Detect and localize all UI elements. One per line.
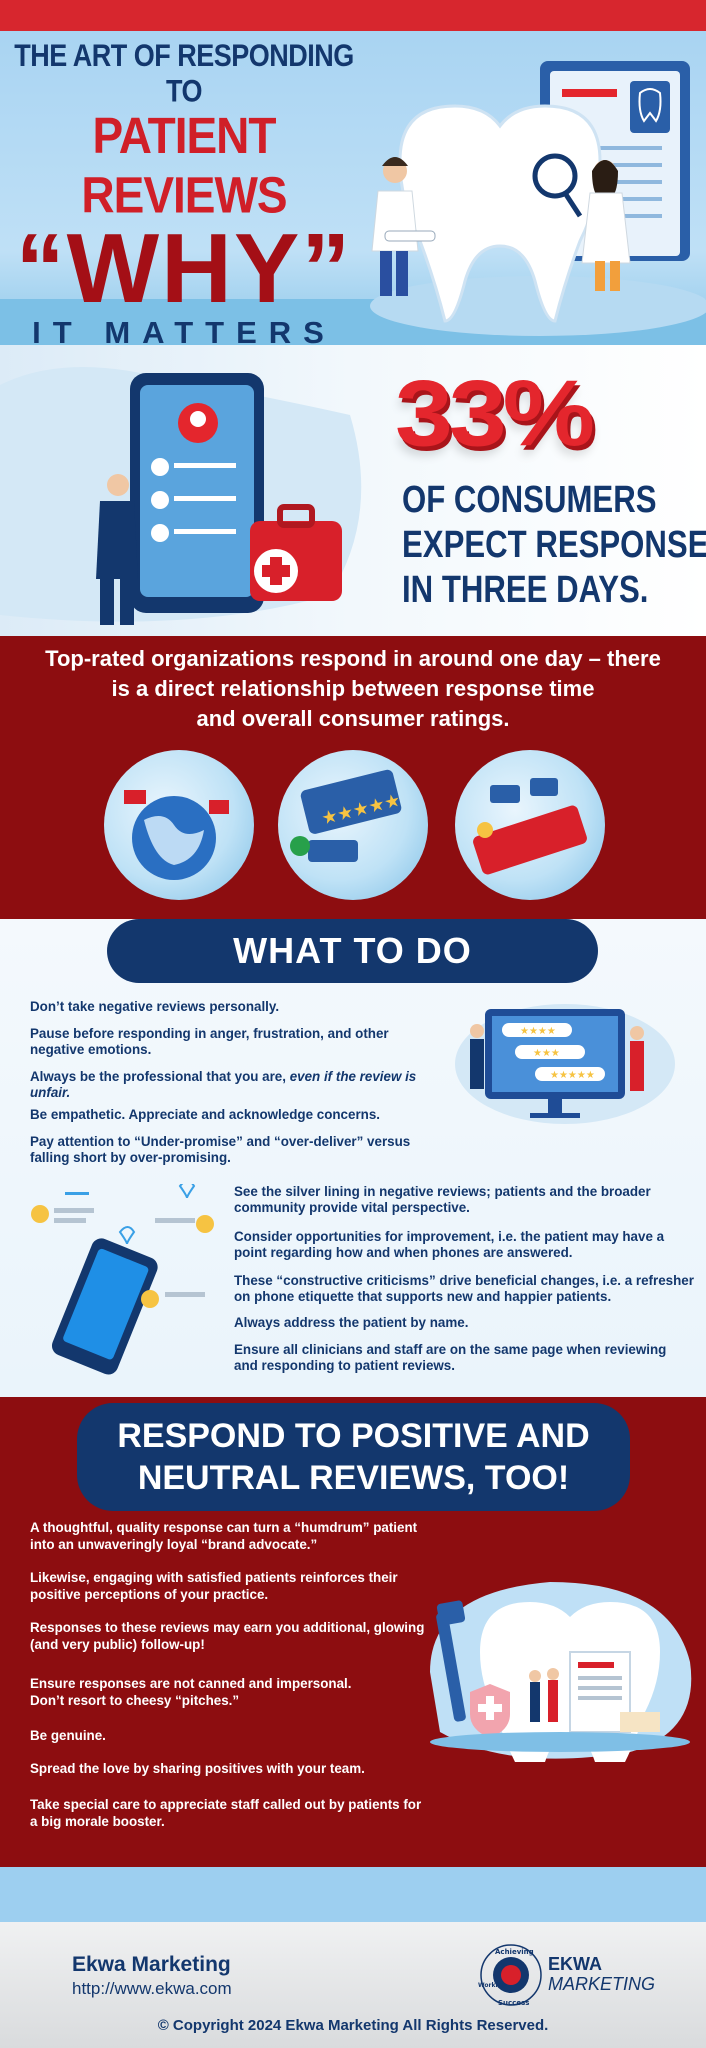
svg-text:★★★★: ★★★★ — [520, 1026, 556, 1037]
phone-emoji-illustration — [31, 1184, 214, 1375]
respond-item: Likewise, engaging with satisfied patien… — [30, 1570, 398, 1602]
reviews-laptop-illustration — [455, 750, 605, 900]
respond-item: Ensure responses are not canned and impe… — [30, 1676, 352, 1708]
respond-title-line-2: NEUTRAL REVIEWS, TOO! — [137, 1459, 570, 1497]
footer-company-name: Ekwa Marketing — [72, 1953, 231, 1976]
respond-title: RESPOND TO POSITIVE AND NEUTRAL REVIEWS,… — [77, 1403, 630, 1511]
wtd-right-item: These “constructive criticisms” drive be… — [234, 1273, 694, 1304]
footer-website-link[interactable]: http://www.ekwa.com — [72, 1979, 232, 1998]
respond-item: Take special care to appreciate staff ca… — [30, 1797, 422, 1829]
stat-section: 33% OF CONSUMERS EXPECT RESPONSES IN THR… — [0, 345, 706, 636]
logo-ring-bottom: Success — [498, 1999, 529, 2007]
hero-section: THE ART OF RESPONDING TO PATIENT REVIEWS… — [0, 31, 706, 345]
review-monitor-illustration: ★★★★ ★★★ ★★★★★ — [455, 1004, 675, 1124]
logo-text-ekwa: EKWA — [548, 1954, 602, 1974]
footer-copyright: © Copyright 2024 Ekwa Marketing All Righ… — [157, 2017, 549, 2034]
response-time-text: Top-rated organizations respond in aroun… — [0, 644, 706, 734]
stat-line-2: EXPECT RESPONSES — [402, 524, 706, 566]
top-red-bar — [0, 0, 706, 31]
wtd-left-item: Pay attention to “Under-promise” and “ov… — [30, 1134, 411, 1165]
logo-ring-left: Working — [478, 1982, 506, 1989]
wtd-right-item: Ensure all clinicians and staff are on t… — [234, 1342, 667, 1373]
hero-title: THE ART OF RESPONDING TO PATIENT REVIEWS… — [14, 38, 354, 345]
response-time-line-1: Top-rated organizations respond in aroun… — [45, 646, 661, 671]
wtd-left-item: Be empathetic. Appreciate and acknowledg… — [30, 1107, 381, 1122]
svg-text:★★★: ★★★ — [533, 1048, 560, 1059]
respond-item: A thoughtful, quality response can turn … — [30, 1520, 418, 1552]
what-to-do-title: WHAT TO DO — [107, 919, 598, 983]
dental-team-illustration — [370, 61, 706, 336]
svg-text:★★★★★: ★★★★★ — [550, 1070, 595, 1081]
logo-text-marketing: MARKETING — [548, 1974, 656, 1994]
hero-line-3: “WHY” — [15, 213, 353, 323]
wtd-left-item-plain: Always be the professional that you are, — [30, 1069, 286, 1084]
stat-line-3: IN THREE DAYS. — [402, 569, 649, 611]
response-time-section: Top-rated organizations respond in aroun… — [0, 636, 706, 919]
hero-line-1: THE ART OF RESPONDING TO — [14, 38, 354, 109]
footer-blue-band — [0, 1867, 706, 1922]
what-to-do-section: WHAT TO DO Don’t take negative reviews p… — [0, 919, 706, 1397]
stat-line-1: OF CONSUMERS — [402, 479, 657, 521]
wtd-left-item: Don’t take negative reviews personally. — [30, 999, 280, 1014]
respond-item: Spread the love by sharing positives wit… — [30, 1761, 365, 1776]
respond-title-line-1: RESPOND TO POSITIVE AND — [117, 1417, 590, 1455]
wtd-left-item: Pause before responding in anger, frustr… — [30, 1026, 389, 1057]
ekwa-logo-icon: Achieving Working Success — [478, 1944, 542, 2007]
respond-item: Responses to these reviews may earn you … — [30, 1620, 425, 1652]
tooth-care-illustration — [430, 1582, 692, 1762]
response-time-line-3: and overall consumer ratings. — [196, 706, 510, 731]
wtd-left-item: Always be the professional that you are,… — [30, 1069, 440, 1101]
wtd-right-item: Consider opportunities for improvement, … — [234, 1229, 665, 1260]
wtd-left-item-italic: even if the review is unfair. — [30, 1069, 417, 1100]
logo-ring-top: Achieving — [495, 1948, 534, 1956]
response-time-line-2: is a direct relationship between respons… — [111, 676, 595, 701]
phone-doctor-illustration — [0, 367, 362, 625]
globe-network-illustration — [104, 750, 254, 900]
wtd-right-item: Always address the patient by name. — [234, 1315, 469, 1330]
stat-percentage: 33% — [395, 361, 595, 467]
hero-line-4: IT MATTERS — [32, 315, 336, 345]
star-rating-illustration: ★★★★★ — [278, 750, 428, 900]
stat-caption: OF CONSUMERS EXPECT RESPONSES IN THREE D… — [402, 478, 706, 613]
respond-section: RESPOND TO POSITIVE AND NEUTRAL REVIEWS,… — [0, 1397, 706, 1867]
wtd-right-item: See the silver lining in negative review… — [234, 1184, 651, 1215]
footer: Ekwa Marketing http://www.ekwa.com Achie… — [0, 1922, 706, 2048]
hero-line-2: PATIENT REVIEWS — [81, 106, 287, 224]
respond-item: Be genuine. — [30, 1728, 106, 1743]
